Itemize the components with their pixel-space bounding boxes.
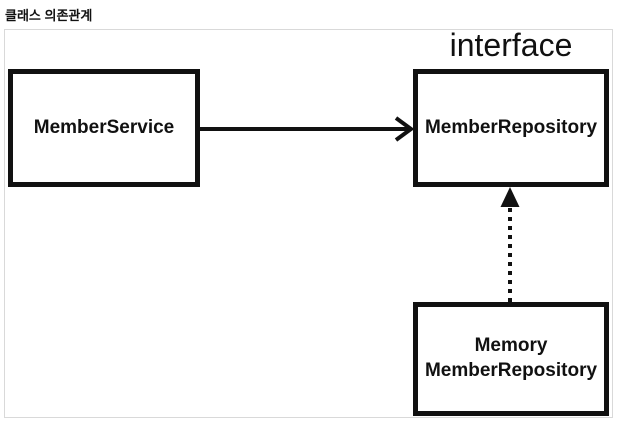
interface-stereotype-label: interface: [449, 27, 573, 63]
node-memory-member-repository-label-line1: Memory: [474, 335, 548, 357]
page-title: 클래스 의존관계: [5, 8, 93, 23]
node-memory-member-repository: Memory MemberRepository: [413, 302, 609, 416]
node-member-service: MemberService: [8, 69, 200, 187]
diagram-canvas: interface MemberService MemberRepository…: [4, 27, 613, 418]
node-member-repository-label: MemberRepository: [424, 116, 598, 138]
node-memory-member-repository-label-line2: MemberRepository: [424, 360, 598, 381]
edge-dotted-implementation-arrow: [500, 187, 520, 302]
edge-solid-dependency-arrow: [200, 116, 415, 142]
node-member-service-label: MemberService: [33, 116, 175, 138]
node-member-repository: MemberRepository: [413, 69, 609, 187]
